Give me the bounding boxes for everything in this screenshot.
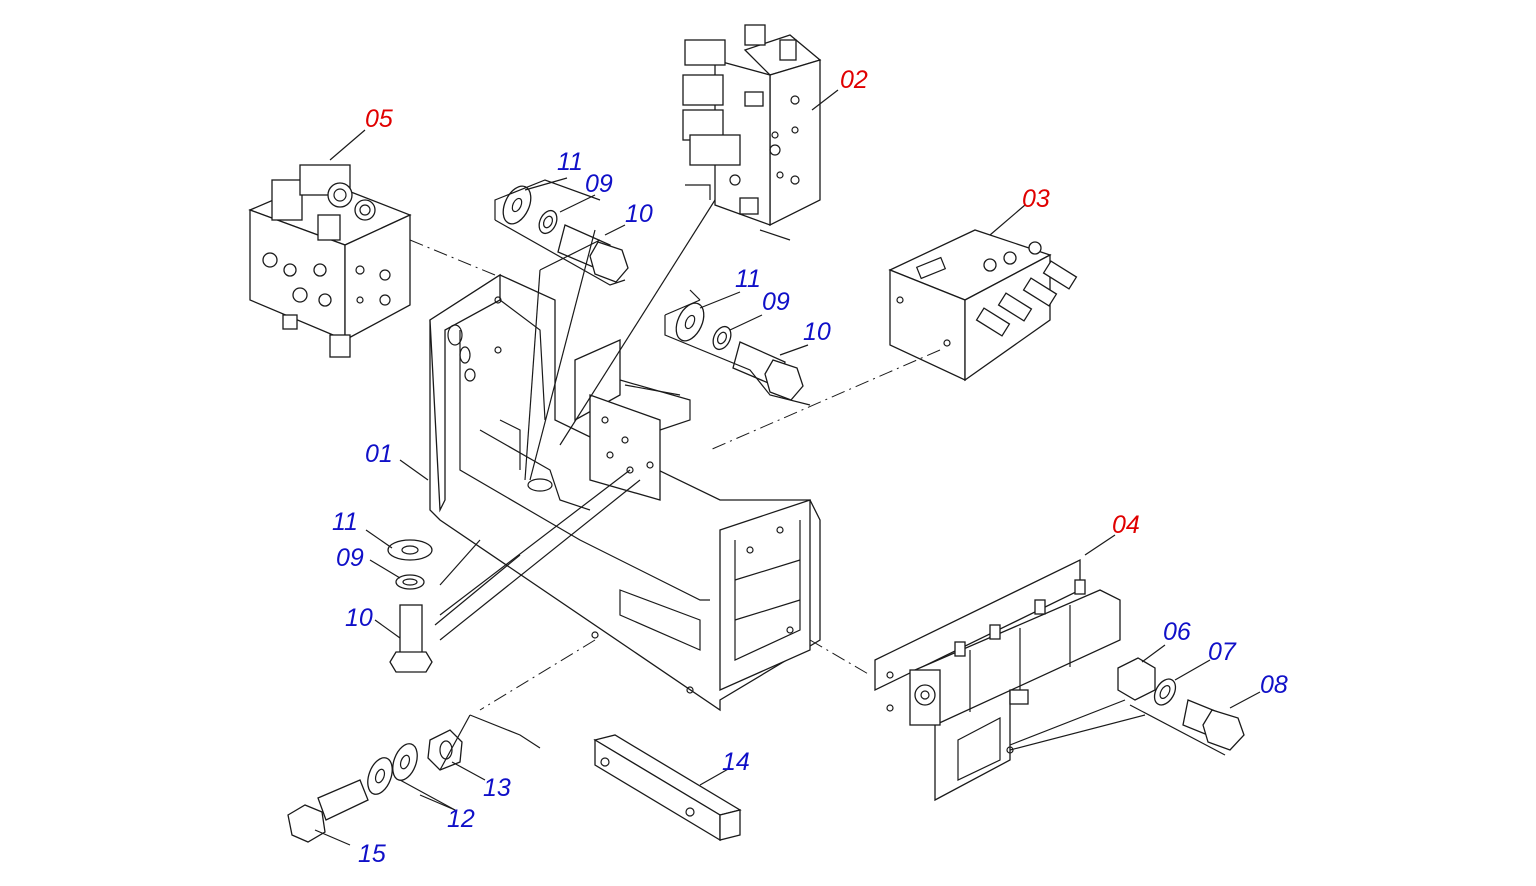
pump-assembly-04 (874, 558, 1121, 802)
callout-13: 13 (483, 774, 511, 802)
callout-10-upper-left: 10 (625, 200, 653, 228)
callout-12: 12 (447, 805, 475, 833)
callout-11-upper-left: 11 (557, 148, 583, 176)
callout-08: 08 (1260, 671, 1288, 699)
callout-11-upper-right: 11 (735, 265, 761, 293)
hardware-lower-left (387, 539, 433, 673)
spacer-bar-14 (593, 734, 742, 842)
callout-14: 14 (722, 748, 750, 776)
connection-lines (434, 179, 1226, 771)
callout-04: 04 (1112, 511, 1140, 539)
callout-07: 07 (1208, 638, 1237, 666)
alignment-lines (409, 239, 941, 711)
valve-block-03 (888, 229, 1078, 382)
callout-11-lower-left: 11 (332, 508, 358, 536)
hardware-12-13-15 (287, 729, 463, 843)
callout-01: 01 (365, 440, 393, 468)
callout-06: 06 (1163, 618, 1191, 646)
callout-10-lower-left: 10 (345, 604, 373, 632)
callout-02: 02 (840, 66, 868, 94)
leader-lines (314, 89, 1261, 846)
hardware-06-07-08 (1117, 657, 1245, 751)
valve-block-05 (248, 164, 412, 358)
callout-09-upper-left: 09 (585, 170, 613, 198)
callout-15: 15 (358, 840, 386, 868)
callout-09-lower-left: 09 (336, 544, 364, 572)
valve-block-02 (682, 24, 822, 227)
callout-03: 03 (1022, 185, 1050, 213)
callout-10-upper-right: 10 (803, 318, 831, 346)
hardware-upper-right (675, 302, 804, 401)
callout-labels: 01 02 03 04 05 06 07 08 11 09 10 11 09 1… (332, 66, 1288, 868)
callout-05: 05 (365, 105, 393, 133)
callout-09-upper-right: 09 (762, 288, 790, 316)
